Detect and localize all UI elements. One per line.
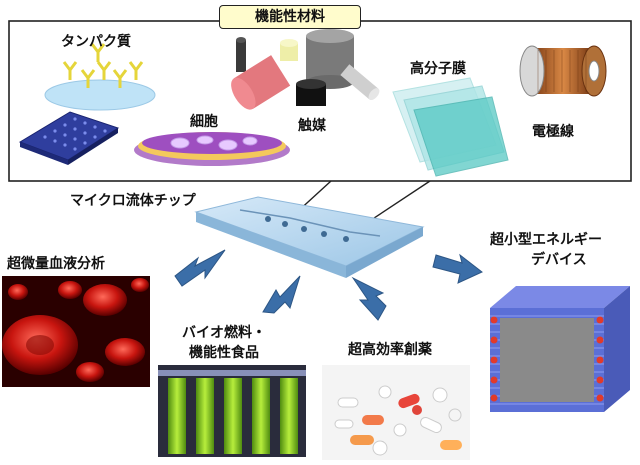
label-cell: 細胞: [190, 114, 218, 130]
arrow-to-energy: [432, 253, 483, 284]
label-drug-discovery: 超高効率創薬: [348, 342, 432, 358]
blood-image: [2, 276, 150, 387]
energy-device-image: [490, 286, 630, 412]
microfluidic-chip: [194, 196, 425, 278]
biofuel-image: [158, 365, 306, 457]
arrow-to-drug: [351, 276, 387, 321]
label-energy-1: 超小型エネルギー: [490, 232, 602, 248]
cell-dish-illustration: [134, 132, 290, 166]
arrow-to-biofuel: [262, 275, 301, 314]
arrow-to-blood: [174, 249, 226, 287]
materials-title: 機能性材料: [255, 9, 325, 25]
label-energy-2: デバイス: [531, 252, 587, 268]
catalyst-illustration: [231, 29, 380, 110]
electrode-wire-illustration: [519, 45, 607, 97]
label-electrode-wire: 電極線: [532, 124, 574, 140]
label-biofuel-2: 機能性食品: [189, 345, 259, 361]
label-polymer-membrane: 高分子膜: [410, 61, 466, 77]
label-chip: マイクロ流体チップ: [70, 193, 196, 209]
arrows: [174, 249, 483, 321]
label-biofuel-1: バイオ燃料・: [182, 325, 266, 341]
materials-title-box: 機能性材料: [219, 5, 361, 29]
protein-plate-illustration: [18, 43, 156, 165]
drug-image: [322, 365, 470, 460]
label-protein: タンパク質: [61, 34, 131, 50]
label-catalyst: 触媒: [298, 118, 326, 134]
label-blood-analysis: 超微量血液分析: [7, 256, 105, 272]
membrane-illustration: [392, 77, 509, 177]
